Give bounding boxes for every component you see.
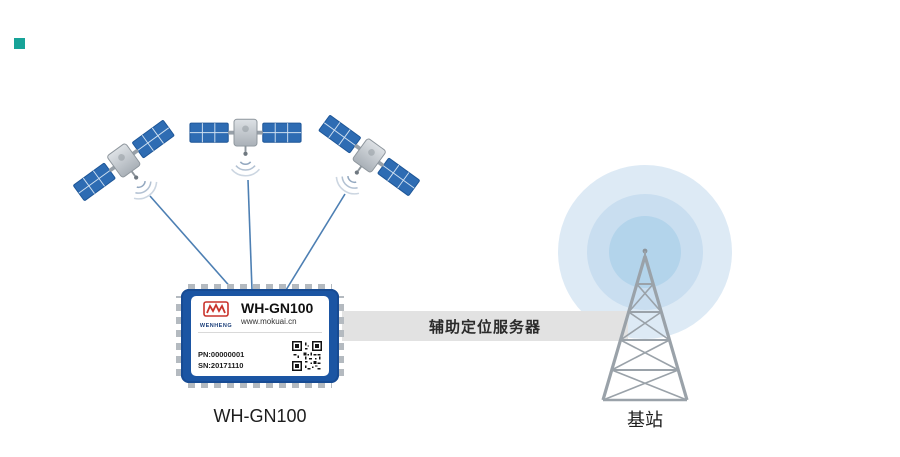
tower-caption: 基站 (627, 410, 663, 430)
module-pins-right (338, 296, 344, 376)
brand-logo: WENHENG (198, 301, 234, 329)
module-label: WENHENG WH-GN100 www.mokuai.cn PN:000000… (191, 296, 329, 376)
module-title: WH-GN100 (241, 300, 314, 316)
module-pn: PN:00000001 (198, 349, 245, 359)
assist-link-bar: 辅助定位服务器 (342, 311, 628, 341)
wenheng-logo-icon (203, 301, 229, 317)
satellite-icon (188, 100, 303, 195)
assist-link-label: 辅助定位服务器 (428, 318, 541, 336)
module-sn: SN:20171110 (198, 360, 244, 370)
module-pins-bottom (188, 382, 332, 388)
module-pins-left (176, 296, 182, 376)
module-board: WENHENG WH-GN100 www.mokuai.cn PN:000000… (181, 289, 339, 383)
gnss-module: WENHENG WH-GN100 www.mokuai.cn PN:000000… (176, 284, 344, 388)
decorative-square (14, 38, 25, 49)
module-pins-top (188, 284, 332, 290)
module-caption: WH-GN100 (213, 406, 307, 426)
brand-name: WENHENG (199, 323, 233, 329)
satellite-icon (286, 95, 435, 239)
satellite-icon (58, 100, 207, 244)
qr-code-icon (292, 341, 322, 371)
cell-tower-icon (585, 248, 705, 404)
label-divider (198, 332, 322, 333)
module-url: www.mokuai.cn (241, 317, 297, 327)
